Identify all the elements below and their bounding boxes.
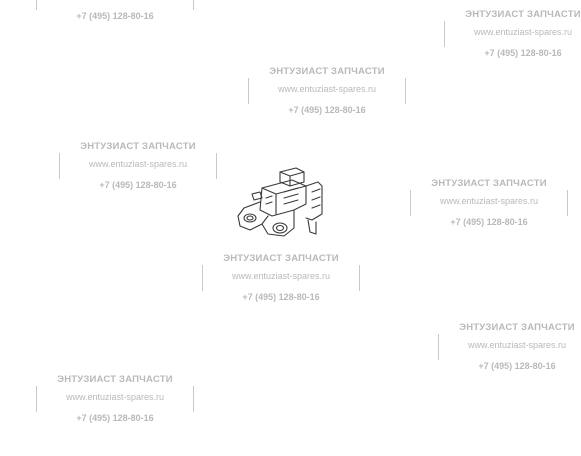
watermark-title: ЭНТУЗИАСТ ЗАПЧАСТИ xyxy=(76,141,200,152)
watermark-stamp: ЭНТУЗИАСТ ЗАПЧАСТИ www.entuziast-spares.… xyxy=(202,253,360,303)
watermark-stamp: ЭНТУЗИАСТ ЗАПЧАСТИ www.entuziast-spares.… xyxy=(59,141,217,191)
watermark-url: www.entuziast-spares.ru xyxy=(88,159,188,169)
watermark-stamp: ЭНТУЗИАСТ ЗАПЧАСТИ www.entuziast-spares.… xyxy=(36,374,194,424)
watermark-url: www.entuziast-spares.ru xyxy=(439,196,539,206)
watermark-title: ЭНТУЗИАСТ ЗАПЧАСТИ xyxy=(265,66,389,77)
watermark-url: www.entuziast-spares.ru xyxy=(467,340,567,350)
watermark-url: www.entuziast-spares.ru xyxy=(473,27,573,37)
watermark-stamp: ЭНТУЗИАСТ ЗАПЧАСТИ www.entuziast-spares.… xyxy=(36,0,194,22)
watermark-url: www.entuziast-spares.ru xyxy=(36,0,194,1)
watermark-stamp: ЭНТУЗИАСТ ЗАПЧАСТИ www.entuziast-spares.… xyxy=(248,66,406,116)
watermark-title: ЭНТУЗИАСТ ЗАПЧАСТИ xyxy=(461,9,581,20)
watermark-title: ЭНТУЗИАСТ ЗАПЧАСТИ xyxy=(427,178,551,189)
watermark-phone: +7 (495) 128-80-16 xyxy=(238,292,324,302)
watermark-phone: +7 (495) 128-80-16 xyxy=(446,217,532,227)
watermark-phone: +7 (495) 128-80-16 xyxy=(72,413,158,423)
watermark-stamp: ЭНТУЗИАСТ ЗАПЧАСТИ www.entuziast-spares.… xyxy=(438,322,581,372)
watermark-title: ЭНТУЗИАСТ ЗАПЧАСТИ xyxy=(455,322,579,333)
watermark-phone: +7 (495) 128-80-16 xyxy=(480,48,566,58)
watermark-phone: +7 (495) 128-80-16 xyxy=(95,180,181,190)
watermark-phone: +7 (495) 128-80-16 xyxy=(284,105,370,115)
watermark-title: ЭНТУЗИАСТ ЗАПЧАСТИ xyxy=(53,374,177,385)
watermark-phone: +7 (495) 128-80-16 xyxy=(72,11,158,21)
watermark-title: ЭНТУЗИАСТ ЗАПЧАСТИ xyxy=(219,253,343,264)
watermark-url: www.entuziast-spares.ru xyxy=(65,392,165,402)
car-part-illustration-icon xyxy=(237,167,323,237)
watermark-stamp: ЭНТУЗИАСТ ЗАПЧАСТИ www.entuziast-spares.… xyxy=(444,9,581,59)
watermark-url: www.entuziast-spares.ru xyxy=(231,271,331,281)
watermark-stamp: ЭНТУЗИАСТ ЗАПЧАСТИ www.entuziast-spares.… xyxy=(410,178,568,228)
watermark-url: www.entuziast-spares.ru xyxy=(277,84,377,94)
watermark-phone: +7 (495) 128-80-16 xyxy=(474,361,560,371)
